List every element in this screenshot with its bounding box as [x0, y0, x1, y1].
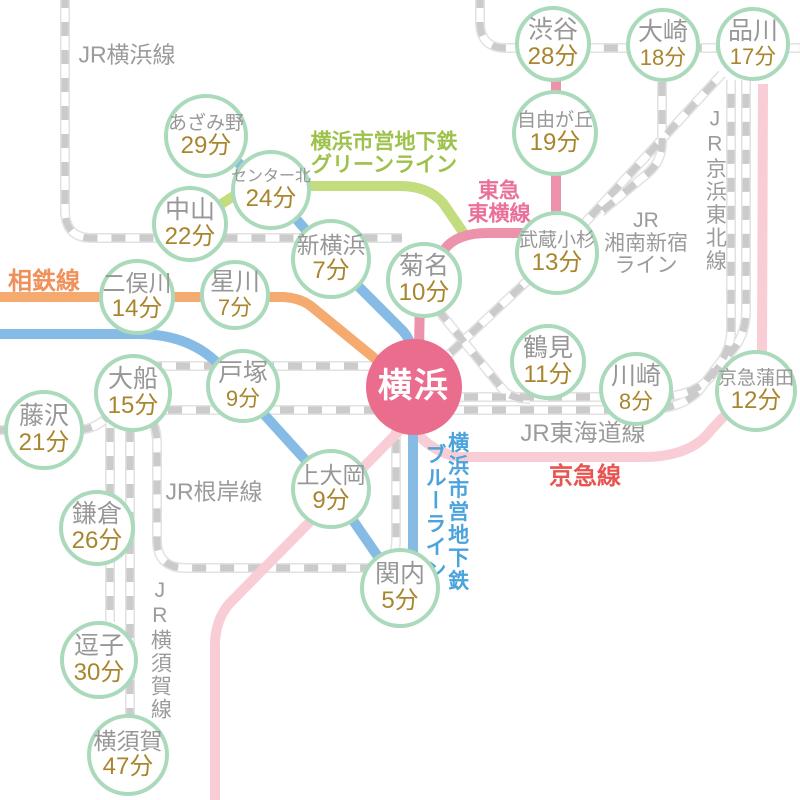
line-label-jr-yokohama-line: JR横浜線	[78, 41, 176, 68]
station-travel-time: 12分	[730, 387, 782, 415]
station-name: 上大岡	[296, 463, 366, 489]
station-name: 横須賀	[93, 729, 163, 755]
station-travel-time: 30分	[73, 659, 125, 687]
station-travel-time: 8分	[618, 389, 654, 415]
station-name: 渋谷	[527, 17, 578, 45]
station-name: センター北	[231, 168, 312, 186]
station-travel-time: 17分	[729, 44, 777, 70]
line-label-blue-line: 横浜市営地下鉄 ブルーライン	[423, 431, 469, 593]
station-travel-time: 13分	[531, 249, 583, 277]
station-travel-time: 29分	[180, 132, 232, 160]
station-travel-time: 14分	[111, 295, 163, 323]
station-name: 川崎	[610, 363, 661, 391]
station-name: 新横浜	[296, 233, 366, 259]
station-name: 星川	[209, 269, 260, 297]
station-travel-time: 21分	[18, 429, 70, 457]
station-name: 品川	[727, 18, 778, 46]
station-name: 大船	[107, 366, 158, 394]
line-label-jr-yokosuka-line: JR横須賀線	[148, 579, 172, 721]
line-label-jr-shonan-shinjuku-line: JR 湘南新宿 ライン	[604, 208, 688, 278]
station-name: 鶴見	[522, 335, 573, 363]
station-travel-time: 7分	[312, 257, 350, 285]
line-path-sotetsu	[0, 292, 410, 388]
line-label-keikyu-line: 京急線	[549, 463, 621, 491]
station-travel-time: 28分	[527, 43, 579, 71]
station-name: 京急蒲田	[718, 367, 795, 389]
line-label-sotetsu-line: 相鉄線	[8, 268, 80, 296]
station-name: 横浜	[378, 368, 450, 406]
station-name: 大崎	[637, 19, 688, 47]
line-label-green-line: 横浜市営地下鉄 グリーンライン	[310, 130, 458, 176]
station-travel-time: 9分	[312, 487, 350, 515]
station-name: 菊名	[398, 253, 449, 281]
station-travel-time: 15分	[107, 392, 159, 420]
station-name: 逗子	[73, 633, 124, 661]
line-path-keikyu-south	[210, 424, 406, 800]
station-name: 武蔵小杉	[519, 229, 596, 251]
station-travel-time: 18分	[639, 45, 687, 71]
station-name: 藤沢	[18, 403, 69, 431]
line-label-jr-negishi-line: JR根岸線	[165, 478, 263, 505]
station-travel-time: 11分	[523, 361, 573, 389]
station-travel-time: 10分	[398, 279, 450, 307]
station-travel-time: 24分	[245, 184, 297, 212]
station-travel-time: 5分	[381, 587, 419, 615]
station-name: 中山	[164, 197, 215, 225]
station-name: 鎌倉	[71, 501, 122, 529]
station-travel-time: 47分	[102, 753, 154, 781]
station-travel-time: 22分	[164, 223, 216, 251]
station-name: 戸塚	[217, 360, 268, 388]
station-travel-time: 9分	[225, 386, 261, 412]
station-name: 関内	[374, 561, 425, 589]
station-yokohama: 横浜	[366, 339, 462, 435]
station-name: あざみ野	[168, 112, 245, 134]
station-name: 自由が丘	[516, 109, 593, 131]
station-travel-time: 26分	[71, 527, 123, 555]
station-travel-time: 19分	[529, 129, 581, 157]
line-label-tokyu-toyoko-line: 東急 東横線	[467, 179, 531, 225]
line-label-jr-tokaido-line: JR東海道線	[520, 420, 646, 448]
station-name: 二俣川	[102, 271, 172, 297]
line-label-jr-keihin-tohoku-line: JR京浜東北線	[703, 107, 727, 273]
station-travel-time: 7分	[217, 295, 253, 321]
